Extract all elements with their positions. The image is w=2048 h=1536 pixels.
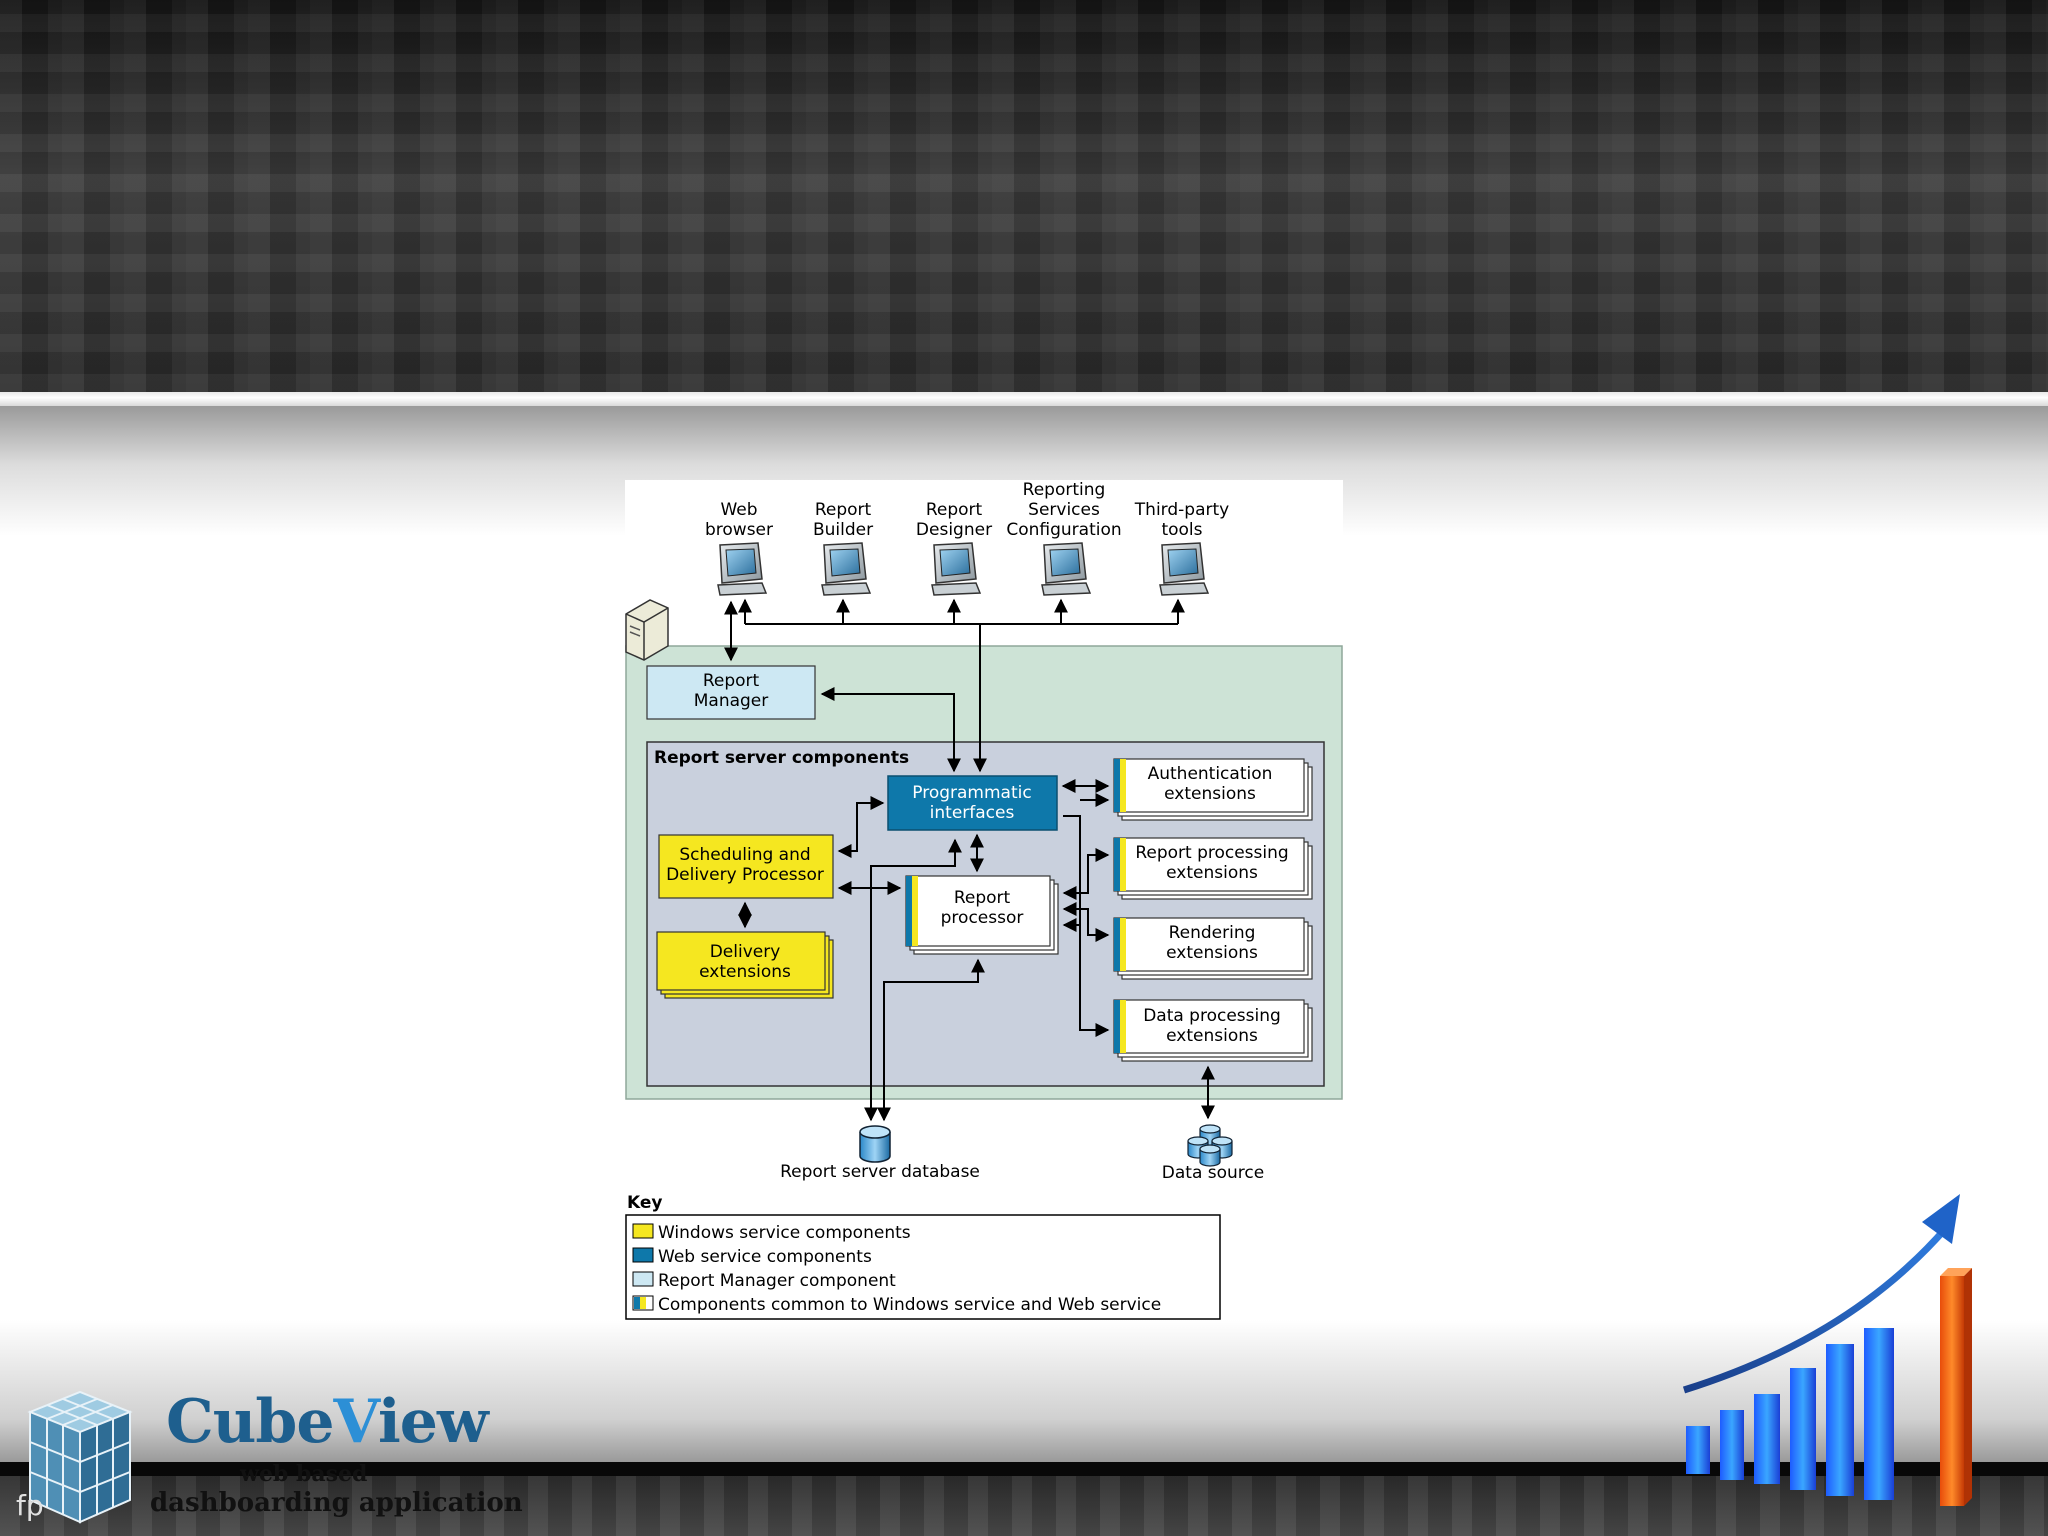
report-server-components-title: Report server components (654, 748, 909, 768)
svg-text:Web service components: Web service components (658, 1247, 872, 1267)
key-item: Web service components (632, 1247, 872, 1267)
database-label: Report server database (780, 1162, 980, 1182)
delivery-extensions-box (656, 931, 826, 991)
cube-logo-icon (27, 1390, 133, 1524)
footer-divider (0, 1462, 2048, 1476)
svg-text:Components common to Windows s: Components common to Windows service and… (658, 1295, 1161, 1315)
key-title: Key (627, 1193, 663, 1213)
data-source-icon (1187, 1124, 1233, 1167)
computer-icon (717, 542, 768, 596)
growth-chart-graphic (1682, 1194, 1972, 1506)
scheduling-delivery-processor-box (658, 834, 834, 899)
connectors (724, 598, 1215, 1122)
programmatic-interfaces-box (887, 775, 1058, 831)
computer-icon (821, 542, 872, 596)
database-icon (859, 1125, 891, 1163)
computer-icon (1159, 542, 1210, 596)
svg-text:Report Manager component: Report Manager component (658, 1271, 896, 1291)
logo-title: CubeView (166, 1387, 489, 1457)
svg-text:Windows service components: Windows service components (658, 1223, 911, 1243)
logo-subtitle-1: web based (240, 1461, 368, 1487)
footer-texture-band (0, 1476, 2048, 1536)
header-texture-band (0, 0, 2048, 392)
key-item: Components common to Windows service and… (632, 1295, 1161, 1315)
key-item: Windows service components (632, 1223, 911, 1243)
header-divider (0, 392, 2048, 406)
corner-text: fp (16, 1489, 44, 1522)
server-icon (625, 599, 669, 661)
key-box (625, 1214, 1221, 1320)
logo-subtitle-2: dashboarding application (150, 1488, 523, 1518)
computer-icon (931, 542, 982, 596)
data-source-label: Data source (1162, 1163, 1264, 1183)
report-manager-box (646, 665, 816, 720)
computer-icon (1041, 542, 1092, 596)
key-item: Report Manager component (632, 1271, 896, 1291)
